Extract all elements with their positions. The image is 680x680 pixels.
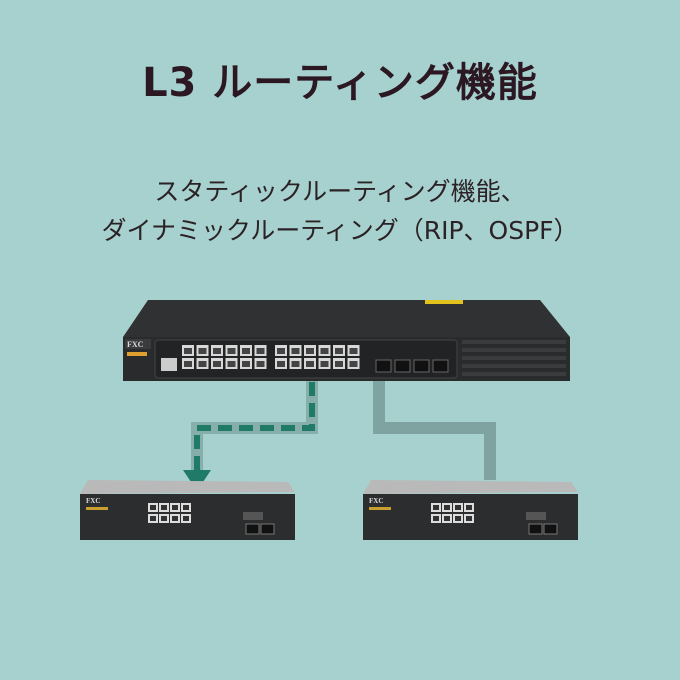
page-title: L3 ルーティング機能 bbox=[142, 60, 538, 106]
sfp-port bbox=[528, 523, 543, 535]
sfp-port bbox=[413, 359, 430, 373]
arrow-head-icon bbox=[183, 470, 211, 491]
static-route-link bbox=[183, 378, 318, 491]
switch-logo: FXC bbox=[86, 497, 100, 505]
sfp-port bbox=[394, 359, 411, 373]
core-switch: FXC bbox=[123, 300, 570, 381]
switch-logo: FXC bbox=[369, 497, 383, 505]
dynamic-route-link bbox=[373, 378, 496, 480]
console-port bbox=[243, 512, 263, 520]
right-switch: FXC bbox=[363, 480, 578, 540]
sfp-port bbox=[260, 523, 275, 535]
sfp-port bbox=[245, 523, 260, 535]
left-switch: FXC bbox=[80, 480, 295, 540]
core-switch-logo: FXC bbox=[127, 340, 144, 349]
sfp-port bbox=[543, 523, 558, 535]
subtitle-line-1: スタティックルーティング機能、 bbox=[154, 177, 526, 206]
sfp-port bbox=[375, 359, 392, 373]
sfp-port bbox=[432, 359, 449, 373]
console-port bbox=[526, 512, 546, 520]
subtitle-line-2: ダイナミックルーティング（RIP、OSPF） bbox=[101, 216, 579, 245]
